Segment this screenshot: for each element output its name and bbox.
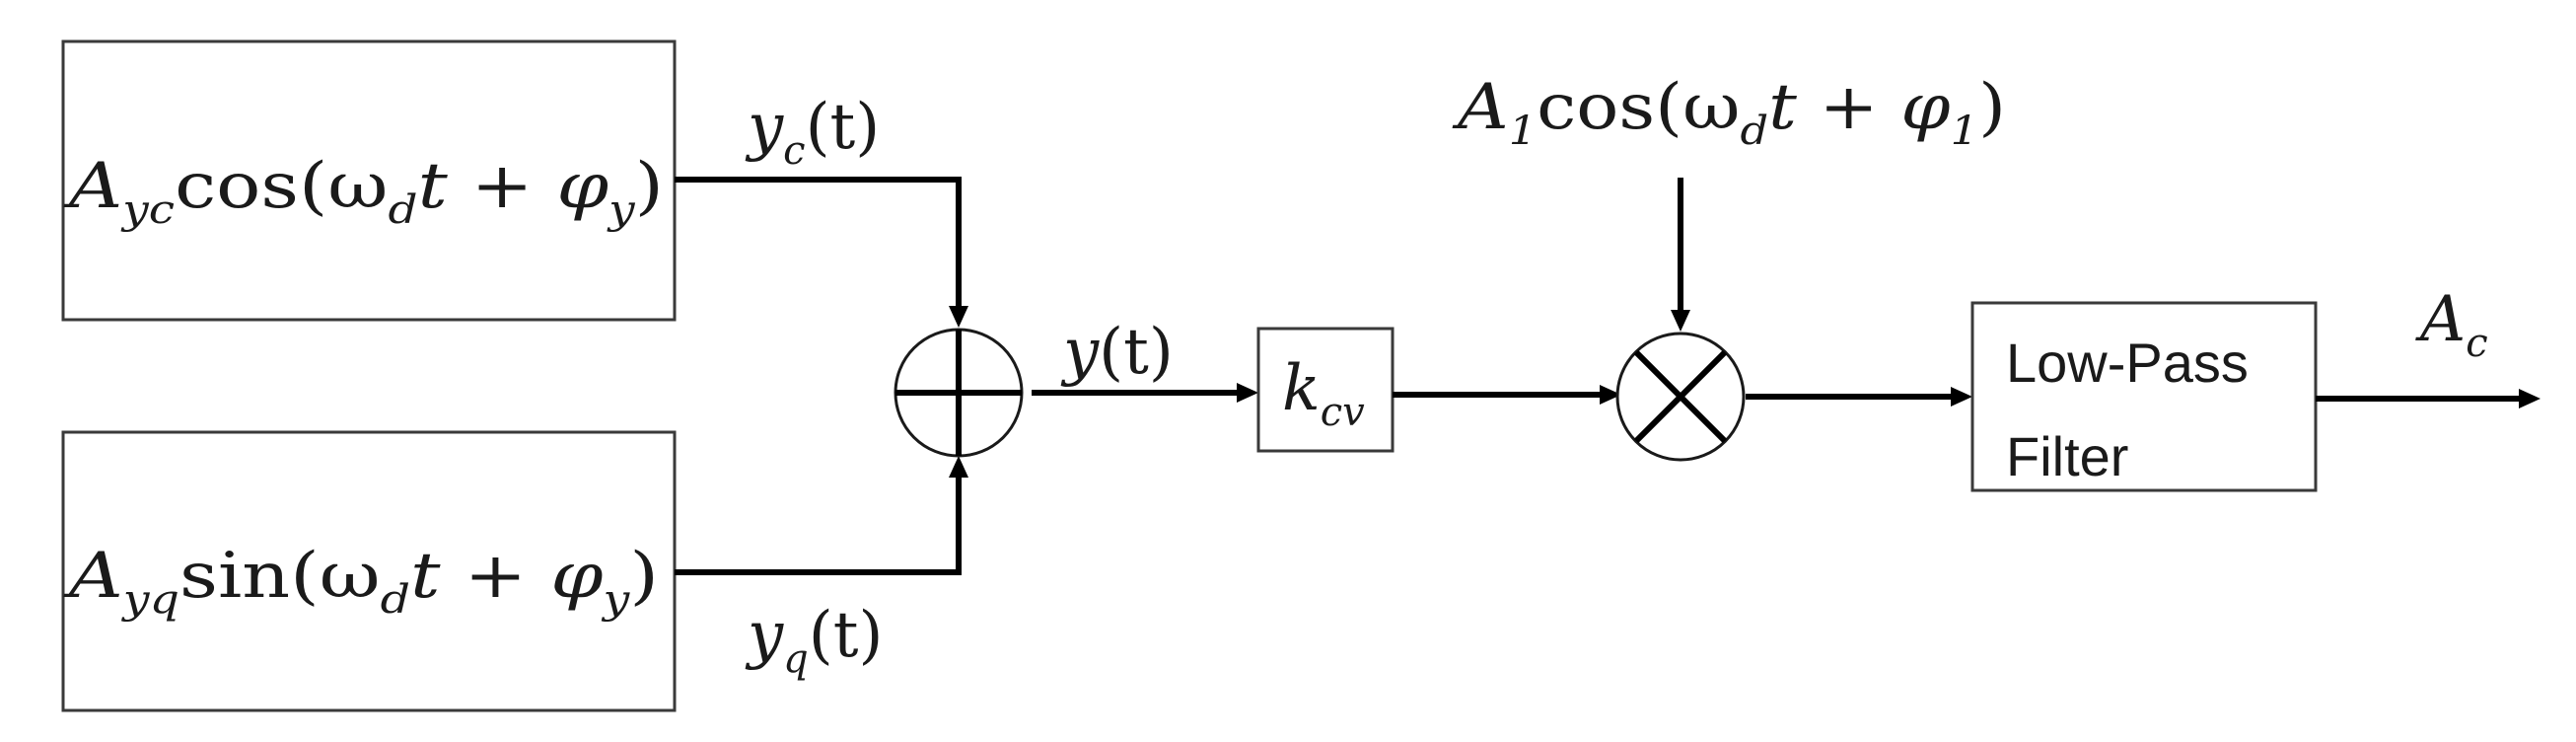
reference-arrowhead — [1671, 310, 1690, 332]
yq-arrowhead — [949, 456, 968, 478]
gain-label: kcv — [1282, 352, 1365, 435]
yq-wire — [675, 476, 962, 575]
summing-junction — [894, 328, 1024, 458]
output-label: Ac — [2415, 283, 2488, 366]
gain-block — [1256, 327, 1395, 453]
cos-generator-block — [61, 39, 677, 322]
gain-out-arrowhead — [1600, 385, 1621, 405]
output-arrowhead — [2519, 389, 2540, 408]
multiplier-junction — [1615, 332, 1746, 462]
y-arrowhead — [1237, 383, 1258, 403]
lpf-label-line1: Low-Pass — [2006, 332, 2249, 394]
yc-arrowhead — [949, 306, 968, 328]
yc-wire — [675, 177, 962, 308]
y-label: y(t) — [1060, 316, 1174, 389]
lpf-label-line2: Filter — [2006, 425, 2128, 487]
sin-generator-block — [61, 430, 677, 712]
yc-label: yc(t) — [745, 91, 880, 174]
multiplier-out-arrowhead — [1951, 387, 1972, 407]
low-pass-filter-block — [1970, 301, 2318, 492]
times-icon-diag2 — [1633, 349, 1728, 444]
yq-label: yq(t) — [745, 599, 883, 682]
